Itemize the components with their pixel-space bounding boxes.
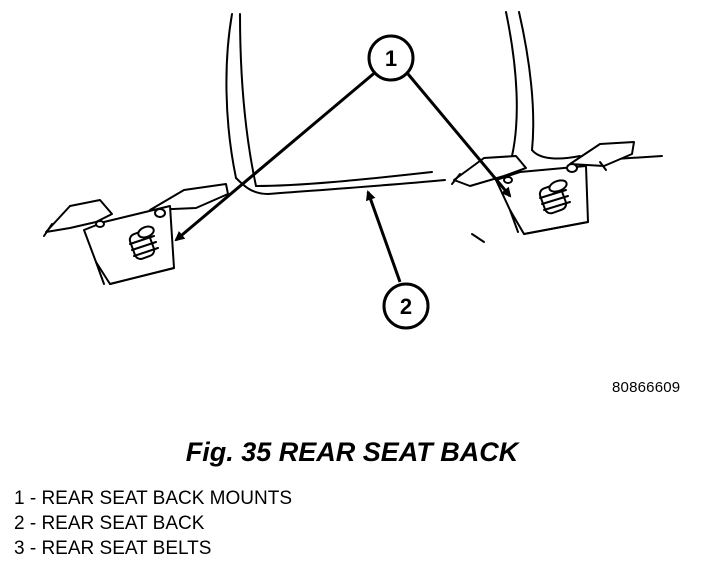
image-id: 80866609 — [612, 379, 681, 396]
legend-item: 3 - REAR SEAT BELTS — [14, 538, 212, 559]
arrow-2 — [365, 190, 402, 283]
legend-item: 1 - REAR SEAT BACK MOUNTS — [14, 488, 293, 509]
arrow-1-left — [174, 68, 379, 242]
leader-arrows — [174, 68, 512, 283]
legend-item: 2 - REAR SEAT BACK — [14, 513, 205, 534]
seat-back-outline — [225, 11, 663, 243]
seat-back-diagram: 1 2 — [43, 11, 663, 330]
legend-list: 1 - REAR SEAT BACK MOUNTS 2 - REAR SEAT … — [14, 486, 292, 561]
arrow-1-right — [406, 73, 512, 198]
callout-2-number: 2 — [400, 294, 412, 319]
figure-caption: Fig. 35 REAR SEAT BACK — [185, 437, 519, 467]
callout-1-number: 1 — [385, 46, 397, 71]
right-mount-bracket — [451, 141, 635, 235]
left-mount-bracket — [43, 183, 229, 285]
callout-2: 2 — [382, 282, 430, 330]
callout-1: 1 — [367, 34, 415, 82]
